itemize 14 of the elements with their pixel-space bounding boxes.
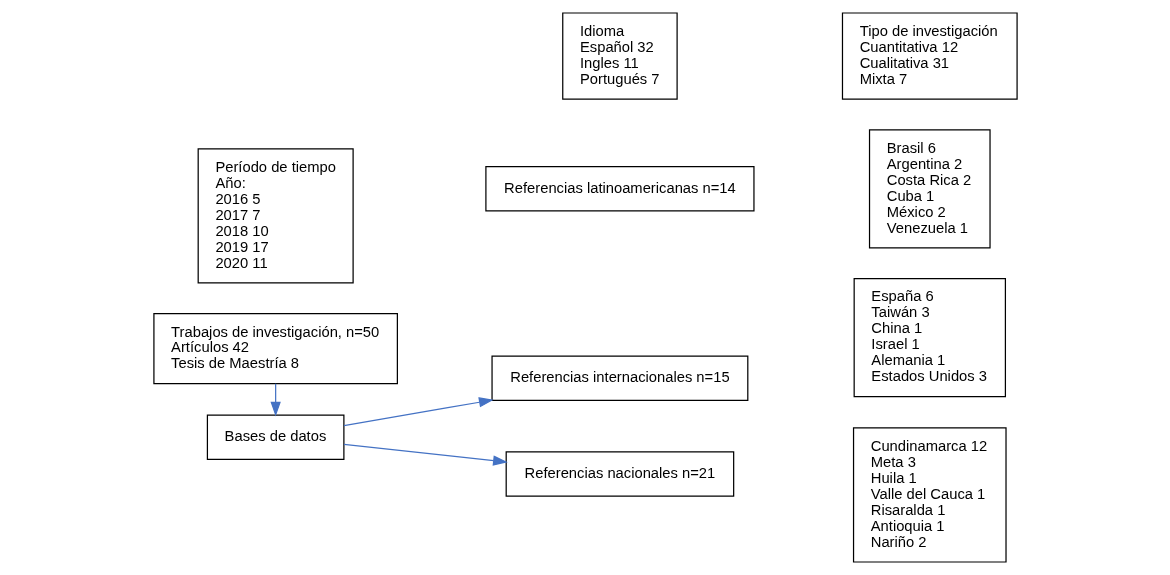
node-box: Tipo de investigación Cuantitativa 12 Cualitativa 31 Mixta 7 <box>841 12 1018 100</box>
node-box: Cundinamarca 12 Meta 3 Huila 1 Valle del Cauca 1 Risaralda 1 Antioquia 1 Nariño 2 <box>852 427 1007 563</box>
arrow <box>342 397 494 427</box>
arrow <box>342 443 508 466</box>
node-box: Referencias latinoamericanas n=14 <box>484 166 755 212</box>
node-box: Idioma Español 32 Ingles 11 Portugués 7 <box>561 12 678 100</box>
arrow <box>269 383 281 417</box>
node-box: Brasil 6 Argentina 2 Costa Rica 2 Cuba 1 México 2 Venezuela 1 <box>868 129 991 249</box>
node-box: Trabajos de investigación, n=50 Artículos 42 Tesis de Maestría 8 <box>152 313 398 385</box>
node-box: Referencias nacionales n=21 <box>505 451 734 497</box>
node-box: Bases de datos <box>206 414 344 460</box>
node-box: España 6 Taiwán 3 China 1 Israel 1 Alemania 1 Estados Unidos 3 <box>853 277 1006 398</box>
node-box: Período de tiempo Año: 2016 5 2017 7 2018 10 2019 17 2020 11 <box>197 148 354 284</box>
node-box: Referencias internacionales n=15 <box>490 355 748 401</box>
